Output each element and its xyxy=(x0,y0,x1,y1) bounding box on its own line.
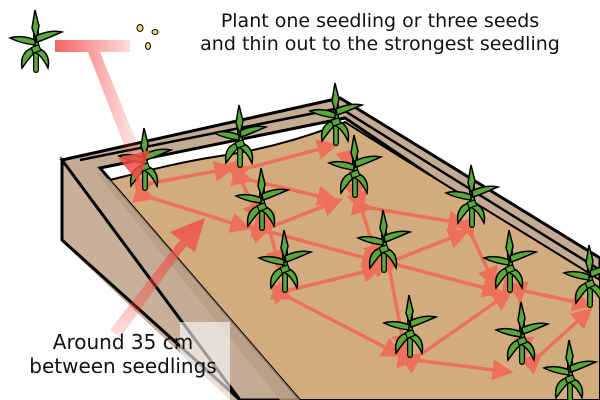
pointer-arrow-bottom xyxy=(110,218,205,338)
instruction-caption: Plant one seedling or three seeds and th… xyxy=(170,10,590,56)
caption-line: between seedlings xyxy=(29,354,217,378)
caption-line: Plant one seedling or three seeds xyxy=(220,10,540,32)
pointer-arrow-top xyxy=(55,40,140,155)
caption-line: Around 35 cm xyxy=(52,330,194,354)
seedling-icon xyxy=(10,10,62,70)
caption-backdrop xyxy=(180,322,230,400)
seeds-icon xyxy=(136,24,159,50)
caption-line: and thin out to the strongest seedling xyxy=(200,32,560,55)
spacing-caption: Around 35 cm between seedlings xyxy=(18,330,228,378)
